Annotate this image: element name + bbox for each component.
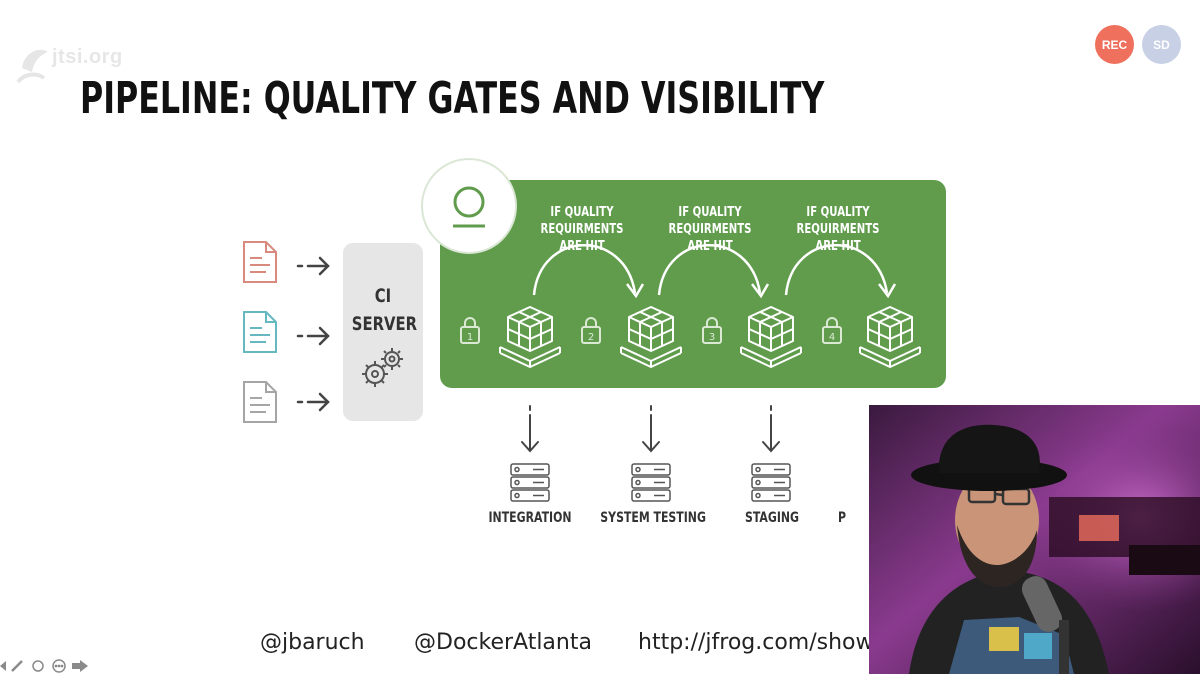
footer-url: http://jfrog.com/show [638, 630, 874, 655]
arrow-down-icon [521, 405, 539, 452]
previous-icon[interactable] [0, 661, 6, 671]
gate-number-3: 3 [709, 332, 715, 343]
participant-avatar[interactable]: SD [1142, 25, 1181, 64]
arrow-right-icon [296, 256, 330, 276]
ci-label-line1: CI [374, 285, 392, 307]
server-icon-integration [510, 463, 550, 502]
promote-arc-2 [657, 244, 762, 296]
ci-server-label: CI SERVER [351, 282, 418, 338]
stage-label-production: P [837, 510, 846, 526]
next-icon[interactable] [72, 660, 88, 672]
gate-number-1: 1 [467, 332, 473, 343]
condition-line2: REQUIRMENTS ARE HIT [668, 222, 752, 254]
condition-line1: IF QUALITY [806, 205, 870, 220]
promote-arc-1 [532, 244, 637, 296]
package-pallet-icon [740, 306, 802, 368]
source-file-icon-gray [243, 381, 277, 423]
logo-text: jtsi.org [52, 46, 123, 68]
condition-line1: IF QUALITY [678, 205, 742, 220]
promotion-arcs [532, 244, 897, 299]
arrow-down-icon [762, 405, 780, 452]
arrow-down-icon [642, 405, 660, 452]
input-arrows [296, 256, 330, 412]
condition-line1: IF QUALITY [550, 205, 614, 220]
footer-meetup-handle: @DockerAtlanta [414, 630, 592, 655]
slide-title: PIPELINE: QUALITY GATES AND VISIBILITY [80, 73, 825, 124]
source-files-group [243, 241, 330, 423]
recording-indicator[interactable]: REC [1095, 25, 1134, 64]
source-file-icon-red [243, 241, 277, 283]
presenter-webcam [869, 405, 1200, 674]
quality-gate-badge [421, 158, 517, 254]
gate-number-2: 2 [588, 332, 594, 343]
presenter-video-icon [869, 405, 1200, 674]
deploy-targets [510, 405, 791, 502]
stage-label-staging: STAGING [744, 510, 800, 526]
more-icon[interactable] [52, 659, 66, 673]
gears-icon [362, 348, 403, 387]
footer-speaker-handle: @jbaruch [260, 630, 365, 655]
server-icon-system-testing [631, 463, 671, 502]
search-icon[interactable] [32, 660, 44, 672]
promote-arc-3 [784, 244, 889, 296]
quality-condition-2: IF QUALITY REQUIRMENTS ARE HIT [662, 204, 759, 255]
ci-label-line2: SERVER [351, 313, 418, 335]
slide-toolbar [0, 659, 88, 673]
logo-mark-icon [16, 49, 48, 84]
package-pallet-icon [859, 306, 921, 368]
pen-icon[interactable] [11, 660, 23, 672]
stage-label-system-testing: SYSTEM TESTING [600, 510, 706, 526]
gate-number-4: 4 [829, 332, 835, 343]
arrow-right-icon [296, 392, 330, 412]
conference-logo: jtsi.org [14, 38, 154, 90]
stage-label-integration: INTEGRATION [488, 510, 572, 526]
source-file-icon-teal [243, 311, 277, 353]
ci-server-box [343, 243, 423, 421]
arrow-right-icon [296, 326, 330, 346]
package-pallet-icon [620, 306, 682, 368]
server-icon-staging [751, 463, 791, 502]
package-pallet-icon [499, 306, 561, 368]
pipeline-graphics: 1 2 3 4 [460, 244, 921, 368]
quality-gate-icon [453, 186, 485, 228]
